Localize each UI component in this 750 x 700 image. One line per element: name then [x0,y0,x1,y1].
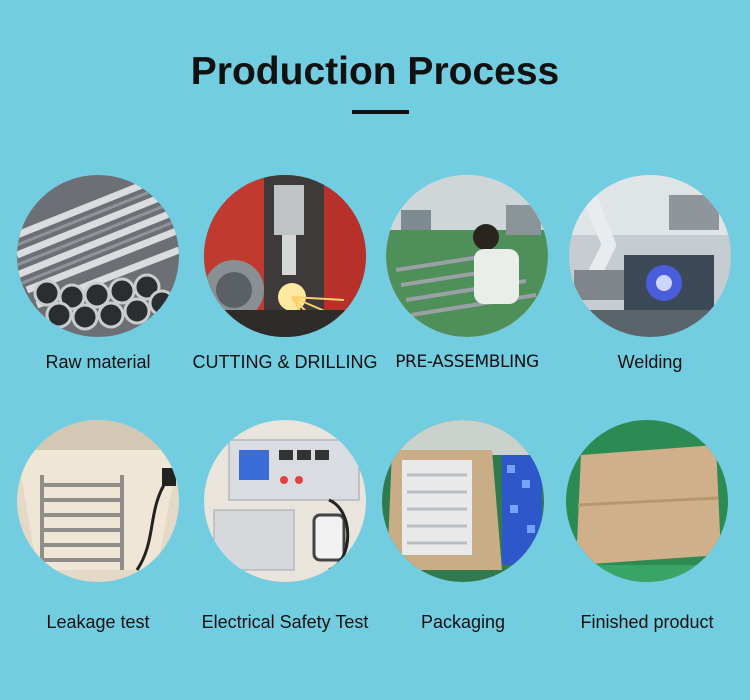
stainless-tubes-photo [17,175,179,337]
step-label: Welding [617,352,683,372]
worker-assembling-photo [386,175,548,337]
packaging-box-photo [382,420,544,582]
step-label: Electrical Safety Test [201,612,369,632]
title-underline [352,110,409,114]
step-label: Leakage test [46,612,150,632]
page-title: Production Process [190,50,560,93]
step-label: PRE-ASSEMBLING [395,352,539,372]
cardboard-box-photo [566,420,728,582]
robotic-welding-photo [569,175,731,337]
step-label: Finished product [580,612,714,632]
towel-rack-tub-photo [17,420,179,582]
step-label: Raw material [45,352,151,372]
safety-tester-photo [204,420,366,582]
laser-cutting-photo [204,175,366,337]
step-label: CUTTING & DRILLING [192,352,378,372]
step-label: Packaging [420,612,506,632]
